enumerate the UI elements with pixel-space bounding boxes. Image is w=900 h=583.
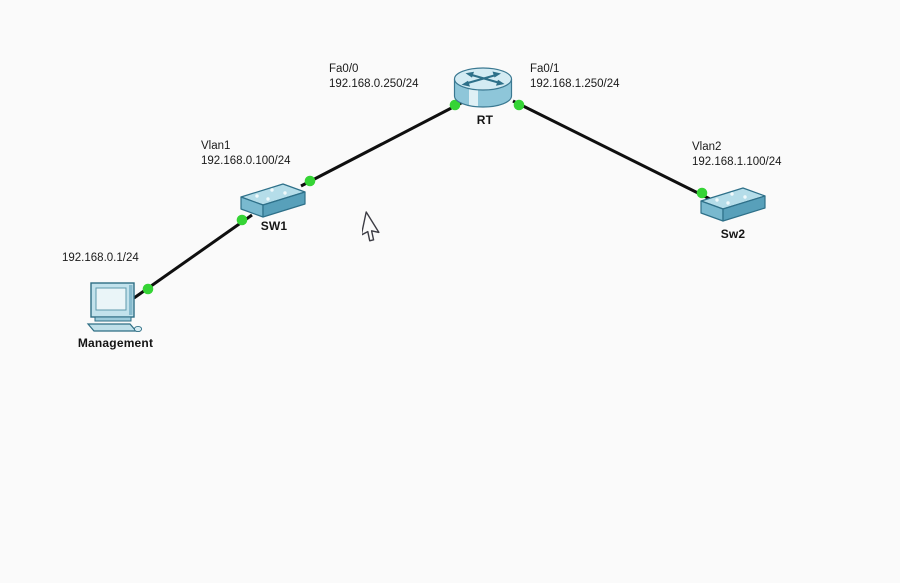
interface-ip: 192.168.1.250/24 [530,77,620,90]
sw2-vlan-label: Vlan2 192.168.1.100/24 [692,140,782,169]
management-ip-label: 192.168.0.1/24 [62,251,139,266]
status-up-dot [513,99,525,111]
link-rt-sw2[interactable] [512,99,711,201]
device-switch-sw2[interactable] [698,185,768,230]
interface-name: Vlan2 [692,141,722,153]
rt-interface-left-label: Fa0/0 192.168.0.250/24 [329,62,419,91]
link-management-sw1[interactable] [133,213,253,300]
device-switch-sw1[interactable] [238,181,308,226]
status-up-dot [449,99,461,111]
switch-3d-box-icon [240,183,306,218]
interface-ip: 192.168.0.1/24 [62,252,139,264]
rt-interface-right-label: Fa0/1 192.168.1.250/24 [530,62,620,91]
device-name-sw2: Sw2 [720,227,746,241]
device-name-sw1: SW1 [260,219,288,233]
device-name-management: Management [77,336,154,350]
interface-name: Fa0/1 [530,63,560,75]
status-up-dot [142,283,154,295]
router-cylinder-icon [453,67,513,108]
status-up-dot [236,214,248,226]
device-pc-management[interactable] [85,281,145,340]
desktop-computer-icon [86,282,143,333]
interface-name: Fa0/0 [329,63,359,75]
status-up-dot [304,175,316,187]
switch-3d-box-icon [700,187,766,222]
link-sw1-rt[interactable] [300,100,464,188]
interface-ip: 192.168.0.250/24 [329,77,419,90]
interface-ip: 192.168.0.100/24 [201,154,291,167]
interface-ip: 192.168.1.100/24 [692,155,782,168]
device-name-rt: RT [476,113,494,127]
interface-name: Vlan1 [201,140,231,152]
status-up-dot [696,187,708,199]
device-router-rt[interactable] [452,66,514,115]
sw1-vlan-label: Vlan1 192.168.0.100/24 [201,139,291,168]
